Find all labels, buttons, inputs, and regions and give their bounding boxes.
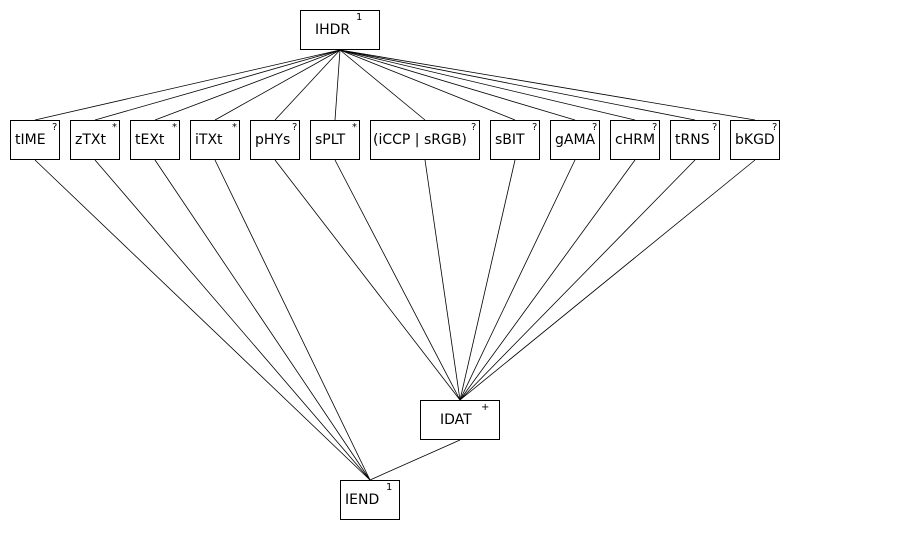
node-multiplicity: 1 [356, 12, 363, 23]
node-iccp-srgb: (iCCP | sRGB) ? [370, 120, 480, 160]
node-label: IDAT [440, 412, 472, 428]
node-iend: IEND 1 [340, 480, 400, 520]
node-multiplicity: ? [652, 122, 658, 133]
edge-text-iend [154, 159, 371, 481]
edge-ihdr-gama [339, 49, 576, 121]
edge-ihdr-splt [334, 49, 341, 121]
node-multiplicity: 1 [386, 482, 393, 493]
node-label: pHYs [255, 132, 291, 148]
node-bkgd: bKGD ? [730, 120, 780, 160]
node-multiplicity: * [352, 122, 357, 133]
node-time: tIME ? [10, 120, 60, 160]
edge-ihdr-iccp [339, 49, 426, 121]
node-ztxt: zTXt * [70, 120, 120, 160]
node-label: IEND [345, 492, 380, 508]
edge-ihdr-itxt [214, 49, 341, 121]
edge-ihdr-ztxt [94, 49, 341, 121]
edge-ztxt-iend [94, 159, 371, 481]
node-multiplicity: * [112, 122, 117, 133]
edge-ihdr-time [34, 49, 341, 121]
node-multiplicity: ? [52, 122, 58, 133]
node-phys: pHYs ? [250, 120, 300, 160]
node-multiplicity: ? [471, 122, 477, 133]
edge-ihdr-sbit [339, 49, 516, 121]
node-label: tRNS [675, 132, 710, 148]
node-multiplicity: ? [532, 122, 538, 133]
node-label: bKGD [735, 132, 775, 148]
node-label: (iCCP | sRGB) [373, 132, 467, 148]
node-splt: sPLT * [310, 120, 360, 160]
node-idat: IDAT + [420, 400, 500, 440]
edge-bkgd-idat [459, 159, 756, 401]
node-multiplicity: * [232, 122, 237, 133]
edge-phys-idat [274, 159, 461, 401]
edge-itxt-iend [214, 159, 371, 481]
edge-ihdr-phys [274, 49, 341, 121]
node-gama: gAMA ? [550, 120, 600, 160]
node-multiplicity: + [481, 402, 490, 413]
edge-iccp-idat [424, 159, 461, 401]
node-multiplicity: ? [592, 122, 598, 133]
node-label: sPLT [315, 132, 346, 148]
edge-idat-iend [369, 439, 461, 481]
node-label: tEXt [135, 132, 165, 148]
edge-ihdr-trns [339, 49, 696, 121]
node-multiplicity: ? [292, 122, 298, 133]
edge-ihdr-text [154, 49, 341, 121]
edge-trns-idat [459, 159, 696, 401]
node-label: IHDR [315, 22, 351, 38]
edge-splt-idat [334, 159, 461, 401]
node-label: sBIT [495, 132, 525, 148]
edge-chrm-idat [459, 159, 636, 401]
node-label: tIME [15, 132, 46, 148]
edge-time-iend [34, 159, 371, 481]
node-sbit: sBIT ? [490, 120, 540, 160]
node-text: tEXt * [130, 120, 180, 160]
node-trns: tRNS ? [670, 120, 720, 160]
edge-gama-idat [459, 159, 576, 401]
edge-sbit-idat [459, 159, 516, 401]
node-itxt: iTXt * [190, 120, 240, 160]
node-label: zTXt [75, 132, 106, 148]
edge-ihdr-chrm [339, 49, 636, 121]
node-ihdr: IHDR 1 [300, 10, 380, 50]
node-label: cHRM [615, 132, 656, 148]
node-multiplicity: * [172, 122, 177, 133]
node-label: gAMA [555, 132, 596, 148]
node-multiplicity: ? [712, 122, 718, 133]
node-label: iTXt [195, 132, 223, 148]
node-chrm: cHRM ? [610, 120, 660, 160]
edge-ihdr-bkgd [339, 49, 756, 121]
node-multiplicity: ? [772, 122, 778, 133]
